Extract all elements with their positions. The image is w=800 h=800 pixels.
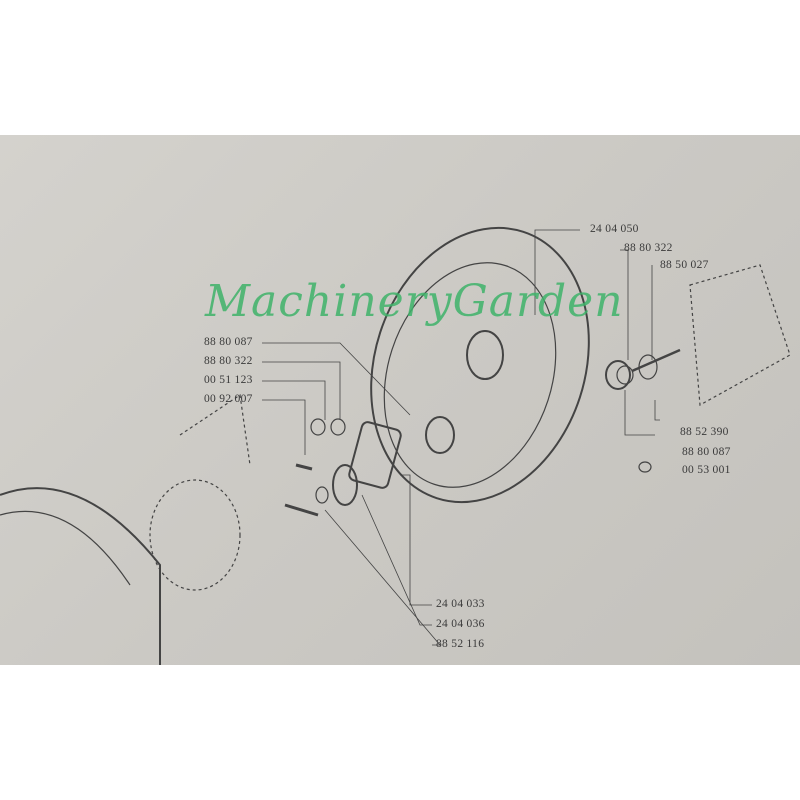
part-label: 88 52 116 <box>436 638 485 650</box>
part-label: 88 80 322 <box>204 355 253 367</box>
leader-lines <box>262 229 660 646</box>
bolt <box>284 503 319 517</box>
flywheel-inner-rim <box>383 262 557 488</box>
nut-right <box>616 365 634 385</box>
part-label: 88 80 087 <box>204 336 253 348</box>
part-label: 24 04 033 <box>436 598 485 610</box>
part-label: 88 80 087 <box>682 446 731 458</box>
part-label: 24 04 036 <box>436 618 485 630</box>
nut <box>310 418 326 436</box>
gearbox-outline <box>689 264 791 406</box>
spacer <box>425 416 455 454</box>
bushing <box>605 360 631 390</box>
part-label: 00 51 123 <box>204 374 253 386</box>
watermark: MachineryGarden <box>205 276 624 327</box>
plug <box>638 461 652 473</box>
exploded-view-drawing <box>0 226 791 665</box>
disc <box>332 464 358 506</box>
housing <box>0 487 161 665</box>
bushing-small <box>330 418 346 436</box>
parts-diagram-photo: MachineryGarden 24 04 050 88 80 322 88 5… <box>0 135 800 665</box>
flywheel <box>370 226 590 504</box>
washer <box>315 486 329 504</box>
part-label: 88 52 390 <box>680 426 729 438</box>
flywheel-hub <box>466 330 504 380</box>
part-label: 88 50 027 <box>660 259 709 271</box>
part-label: 00 53 001 <box>682 464 731 476</box>
part-label: 24 04 050 <box>590 223 639 235</box>
pin <box>295 463 313 471</box>
coupling-block <box>348 421 402 489</box>
washer-right <box>638 354 658 380</box>
part-label: 00 92 007 <box>204 393 253 405</box>
part-label: 88 80 322 <box>624 242 673 254</box>
